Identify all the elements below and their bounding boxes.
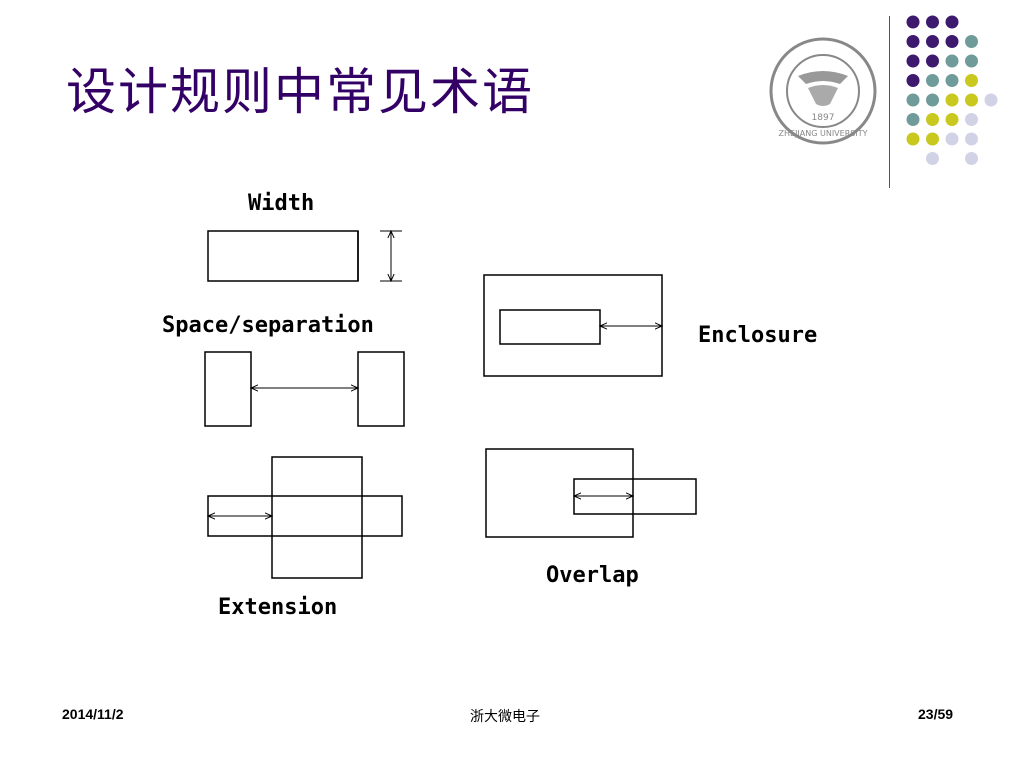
overlap-large-shape <box>485 448 634 538</box>
decorative-dot <box>984 93 998 107</box>
footer-date: 2014/11/2 <box>62 706 124 722</box>
decorative-dot <box>906 132 920 146</box>
decorative-dot <box>965 35 978 48</box>
space-left-shape <box>204 351 252 427</box>
footer-org: 浙大微电子 <box>470 708 540 724</box>
svg-text:ZHEJIANG UNIVERSITY: ZHEJIANG UNIVERSITY <box>779 129 868 138</box>
label-space: Space/separation <box>162 313 374 338</box>
decorative-dot <box>965 93 978 107</box>
label-overlap: Overlap <box>546 563 639 588</box>
label-enclosure: Enclosure <box>698 323 817 348</box>
footer-page-number: 23/59 <box>918 706 954 722</box>
svg-text:1897: 1897 <box>812 113 835 123</box>
label-width: Width <box>248 191 314 216</box>
decorative-dot <box>906 93 920 107</box>
slide-title: 设计规则中常见术语 <box>66 63 534 121</box>
decorative-dot <box>906 15 920 29</box>
decorative-dot <box>945 35 959 48</box>
decorative-dot <box>945 132 959 146</box>
decorative-dot <box>926 15 939 29</box>
decorative-dot <box>965 54 978 68</box>
university-logo: 1897 ZHEJIANG UNIVERSITY <box>769 37 877 145</box>
decorative-dot <box>945 54 959 68</box>
decorative-dot <box>926 35 939 48</box>
decorative-dot <box>965 113 978 126</box>
width-shape <box>207 230 359 282</box>
decorative-dot <box>945 15 959 29</box>
design-rules-diagram: Width Space/separation Enclosure Extensi… <box>162 191 817 620</box>
label-extension: Extension <box>218 595 337 620</box>
decorative-dot <box>926 132 939 146</box>
space-right-shape <box>357 351 405 427</box>
decorative-dot <box>926 113 939 126</box>
divider-line <box>889 16 890 188</box>
decorative-dot <box>906 54 920 68</box>
decorative-dot <box>906 113 920 126</box>
decorative-dot <box>926 93 939 107</box>
decorative-dot <box>926 152 939 165</box>
decorative-dots <box>906 15 998 165</box>
decorative-dot <box>945 113 959 126</box>
decorative-dot <box>906 74 920 87</box>
decorative-dot <box>945 93 959 107</box>
decorative-dot <box>965 132 978 146</box>
decorative-dot <box>945 74 959 87</box>
extension-vertical-shape <box>271 456 363 579</box>
decorative-dot <box>926 74 939 87</box>
decorative-dot <box>906 35 920 48</box>
decorative-dot <box>926 54 939 68</box>
enclosure-inner-shape <box>499 309 601 345</box>
decorative-dot <box>965 74 978 87</box>
decorative-dot <box>965 152 978 165</box>
